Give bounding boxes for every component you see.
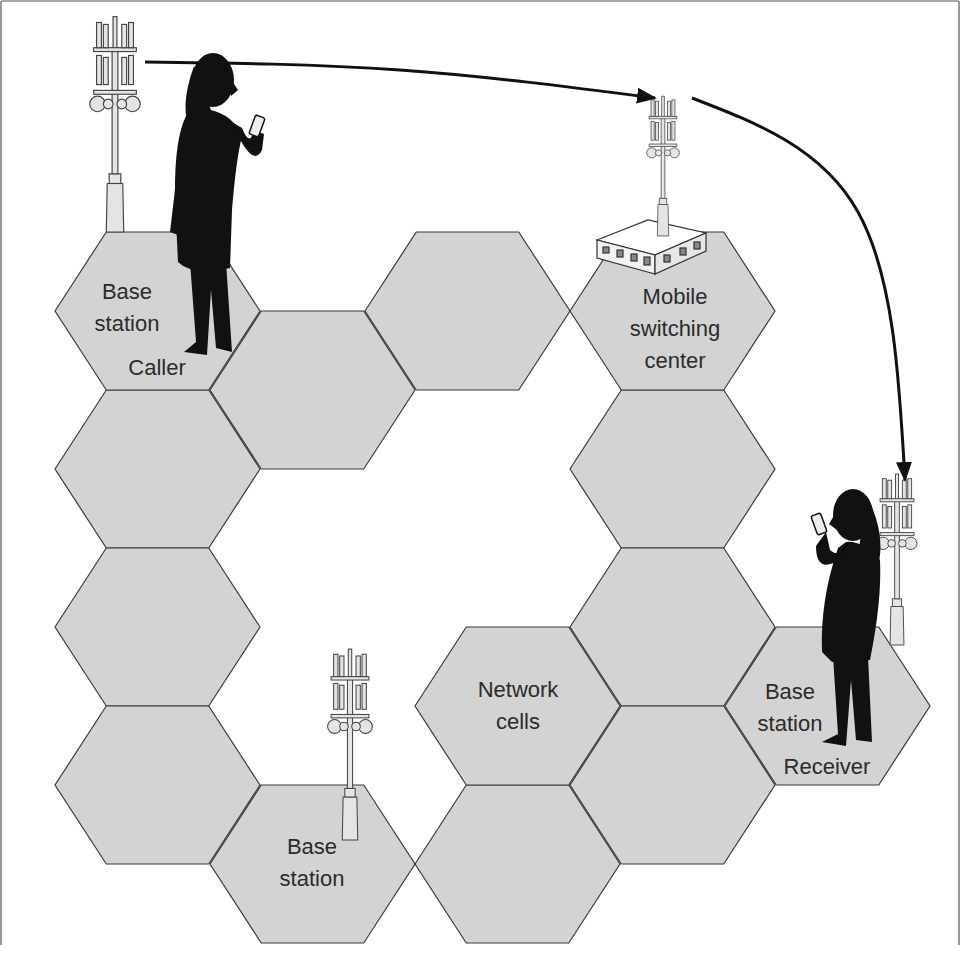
cell-label: Mobile switching center	[610, 281, 740, 377]
plain-cells	[55, 232, 775, 943]
cell-hexagon	[55, 232, 260, 390]
network-cell	[55, 548, 260, 706]
tower-symbol	[90, 17, 140, 232]
person-arm	[232, 122, 264, 156]
cell-label: Base station	[79, 276, 175, 340]
network-cell: Base stationCaller	[55, 62, 260, 390]
building-window	[631, 254, 637, 261]
network-cell	[570, 390, 775, 548]
frame-line	[0, 1, 1, 945]
cell-shape	[210, 785, 415, 943]
building-front	[597, 240, 655, 274]
cell-label: Caller	[102, 352, 212, 384]
network-cell: Base station	[210, 785, 415, 943]
cell-label: Receiver	[767, 751, 887, 783]
cell-shape	[55, 62, 260, 390]
building-window	[694, 242, 700, 249]
person-legs	[822, 656, 872, 746]
cell-hexagon	[210, 785, 415, 943]
person-hair	[858, 498, 881, 572]
person-face	[230, 78, 238, 96]
building-window	[680, 248, 686, 255]
network-cell	[415, 785, 620, 943]
tower-symbol	[647, 96, 680, 236]
cell-shape	[570, 98, 775, 390]
person-hair	[185, 66, 214, 134]
building-side	[655, 233, 706, 274]
signal-arrow	[145, 62, 655, 98]
building-window	[664, 255, 670, 262]
network-cell	[365, 232, 570, 390]
building-window	[617, 250, 623, 257]
person-head	[192, 53, 234, 107]
cell-label: Base station	[264, 831, 360, 895]
cell-label: Network cells	[462, 674, 574, 738]
mobile-phone	[249, 115, 265, 137]
network-cell: Network cells	[415, 627, 620, 785]
cell-hexagon	[415, 627, 620, 785]
frame-line	[958, 1, 959, 945]
receiver-silhouette	[811, 489, 881, 746]
building-roof	[597, 220, 706, 255]
cell-hexagon	[570, 232, 775, 390]
cell-shape	[415, 627, 620, 785]
mobile-phone	[811, 513, 827, 535]
cell-label: Base station	[742, 676, 838, 740]
person-body	[822, 542, 880, 662]
tower-symbol	[877, 474, 917, 645]
person-body	[175, 110, 242, 271]
person-face	[829, 512, 837, 530]
switching-building	[597, 220, 706, 274]
building-window	[603, 247, 609, 253]
person-legs	[184, 262, 232, 355]
person-head	[833, 489, 873, 541]
caller-silhouette	[170, 53, 265, 355]
building-window	[644, 257, 650, 265]
tower-symbol	[328, 649, 373, 840]
network-cell: Base stationReceiver	[725, 480, 930, 785]
network-cell: Mobile switching center	[570, 98, 775, 390]
person-arm	[816, 532, 848, 565]
person-arm	[170, 130, 194, 236]
signal-arrow	[692, 98, 905, 480]
cell-shape	[725, 480, 930, 785]
frame-line	[1, 0, 959, 1]
cell-hexagon	[725, 627, 930, 785]
